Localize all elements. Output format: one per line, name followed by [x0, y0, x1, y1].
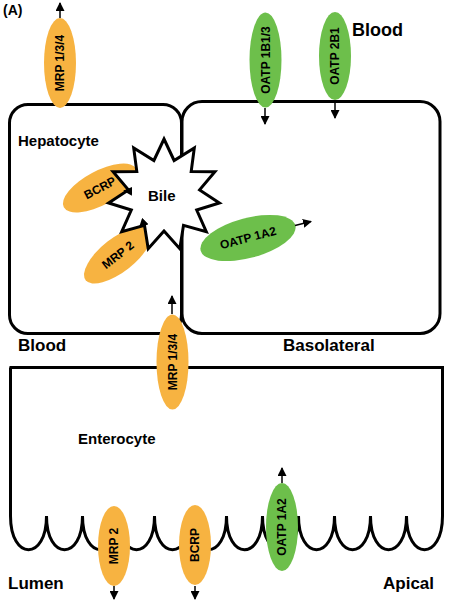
transporter-ellipse: BCRP [179, 505, 211, 585]
transporter-name: OATP 1A2 [219, 225, 278, 251]
transporter-ellipse: OATP 2B1 [319, 12, 351, 100]
region-label: Lumen [8, 574, 64, 594]
efflux-arrow [171, 296, 173, 314]
region-label: Apical [383, 574, 434, 594]
efflux-arrow [59, 3, 61, 18]
efflux-arrow [113, 586, 115, 599]
star-shape [109, 139, 220, 249]
node-label: Hepatocyte [18, 132, 99, 149]
transporter-name: BCRP [189, 528, 201, 562]
transporter-name: MRP 1/3/4 [166, 334, 178, 390]
node-label: Bile [148, 187, 176, 204]
region-label: Blood [18, 336, 66, 356]
node-label: Enterocyte [78, 430, 156, 447]
region-label: Basolateral [283, 336, 375, 356]
transporter-name: OATP 1B1/3 [259, 26, 271, 94]
transporter-name: BCRP [82, 175, 118, 202]
transporter-ellipse: MRP 2 [98, 506, 130, 586]
transporter-name: OATP 1A2 [276, 498, 288, 556]
cell-box: Enterocyte [8, 366, 444, 566]
enterocyte-outline [8, 366, 444, 566]
uptake-arrow [264, 108, 266, 124]
transporter-ellipse: MRP 1/3/4 [44, 18, 76, 108]
uptake-arrow [334, 100, 336, 118]
transporter-name: MRP 2 [108, 528, 120, 564]
transporter-ellipse: OATP 1A2 [266, 483, 298, 571]
uptake-arrow [281, 468, 283, 483]
transporter-ellipse: OATP 1A2 [195, 206, 300, 270]
uptake-arrow [295, 222, 311, 226]
transporter-name: OATP 2B1 [329, 27, 341, 85]
transporter-ellipse: OATP 1B1/3 [249, 13, 281, 108]
membrane-outline [10, 368, 443, 550]
bile-canaliculus: Bile [108, 138, 220, 252]
region-label: Blood [352, 20, 403, 41]
transporter-name: MRP 2 [100, 239, 136, 271]
transporter-name: MRP 1/3/4 [54, 35, 66, 91]
region-label: (A) [3, 2, 22, 18]
transporter-ellipse: MRP 1/3/4 [156, 315, 188, 410]
hepatocyte-cell-outline [182, 102, 440, 334]
efflux-arrow [194, 586, 196, 599]
